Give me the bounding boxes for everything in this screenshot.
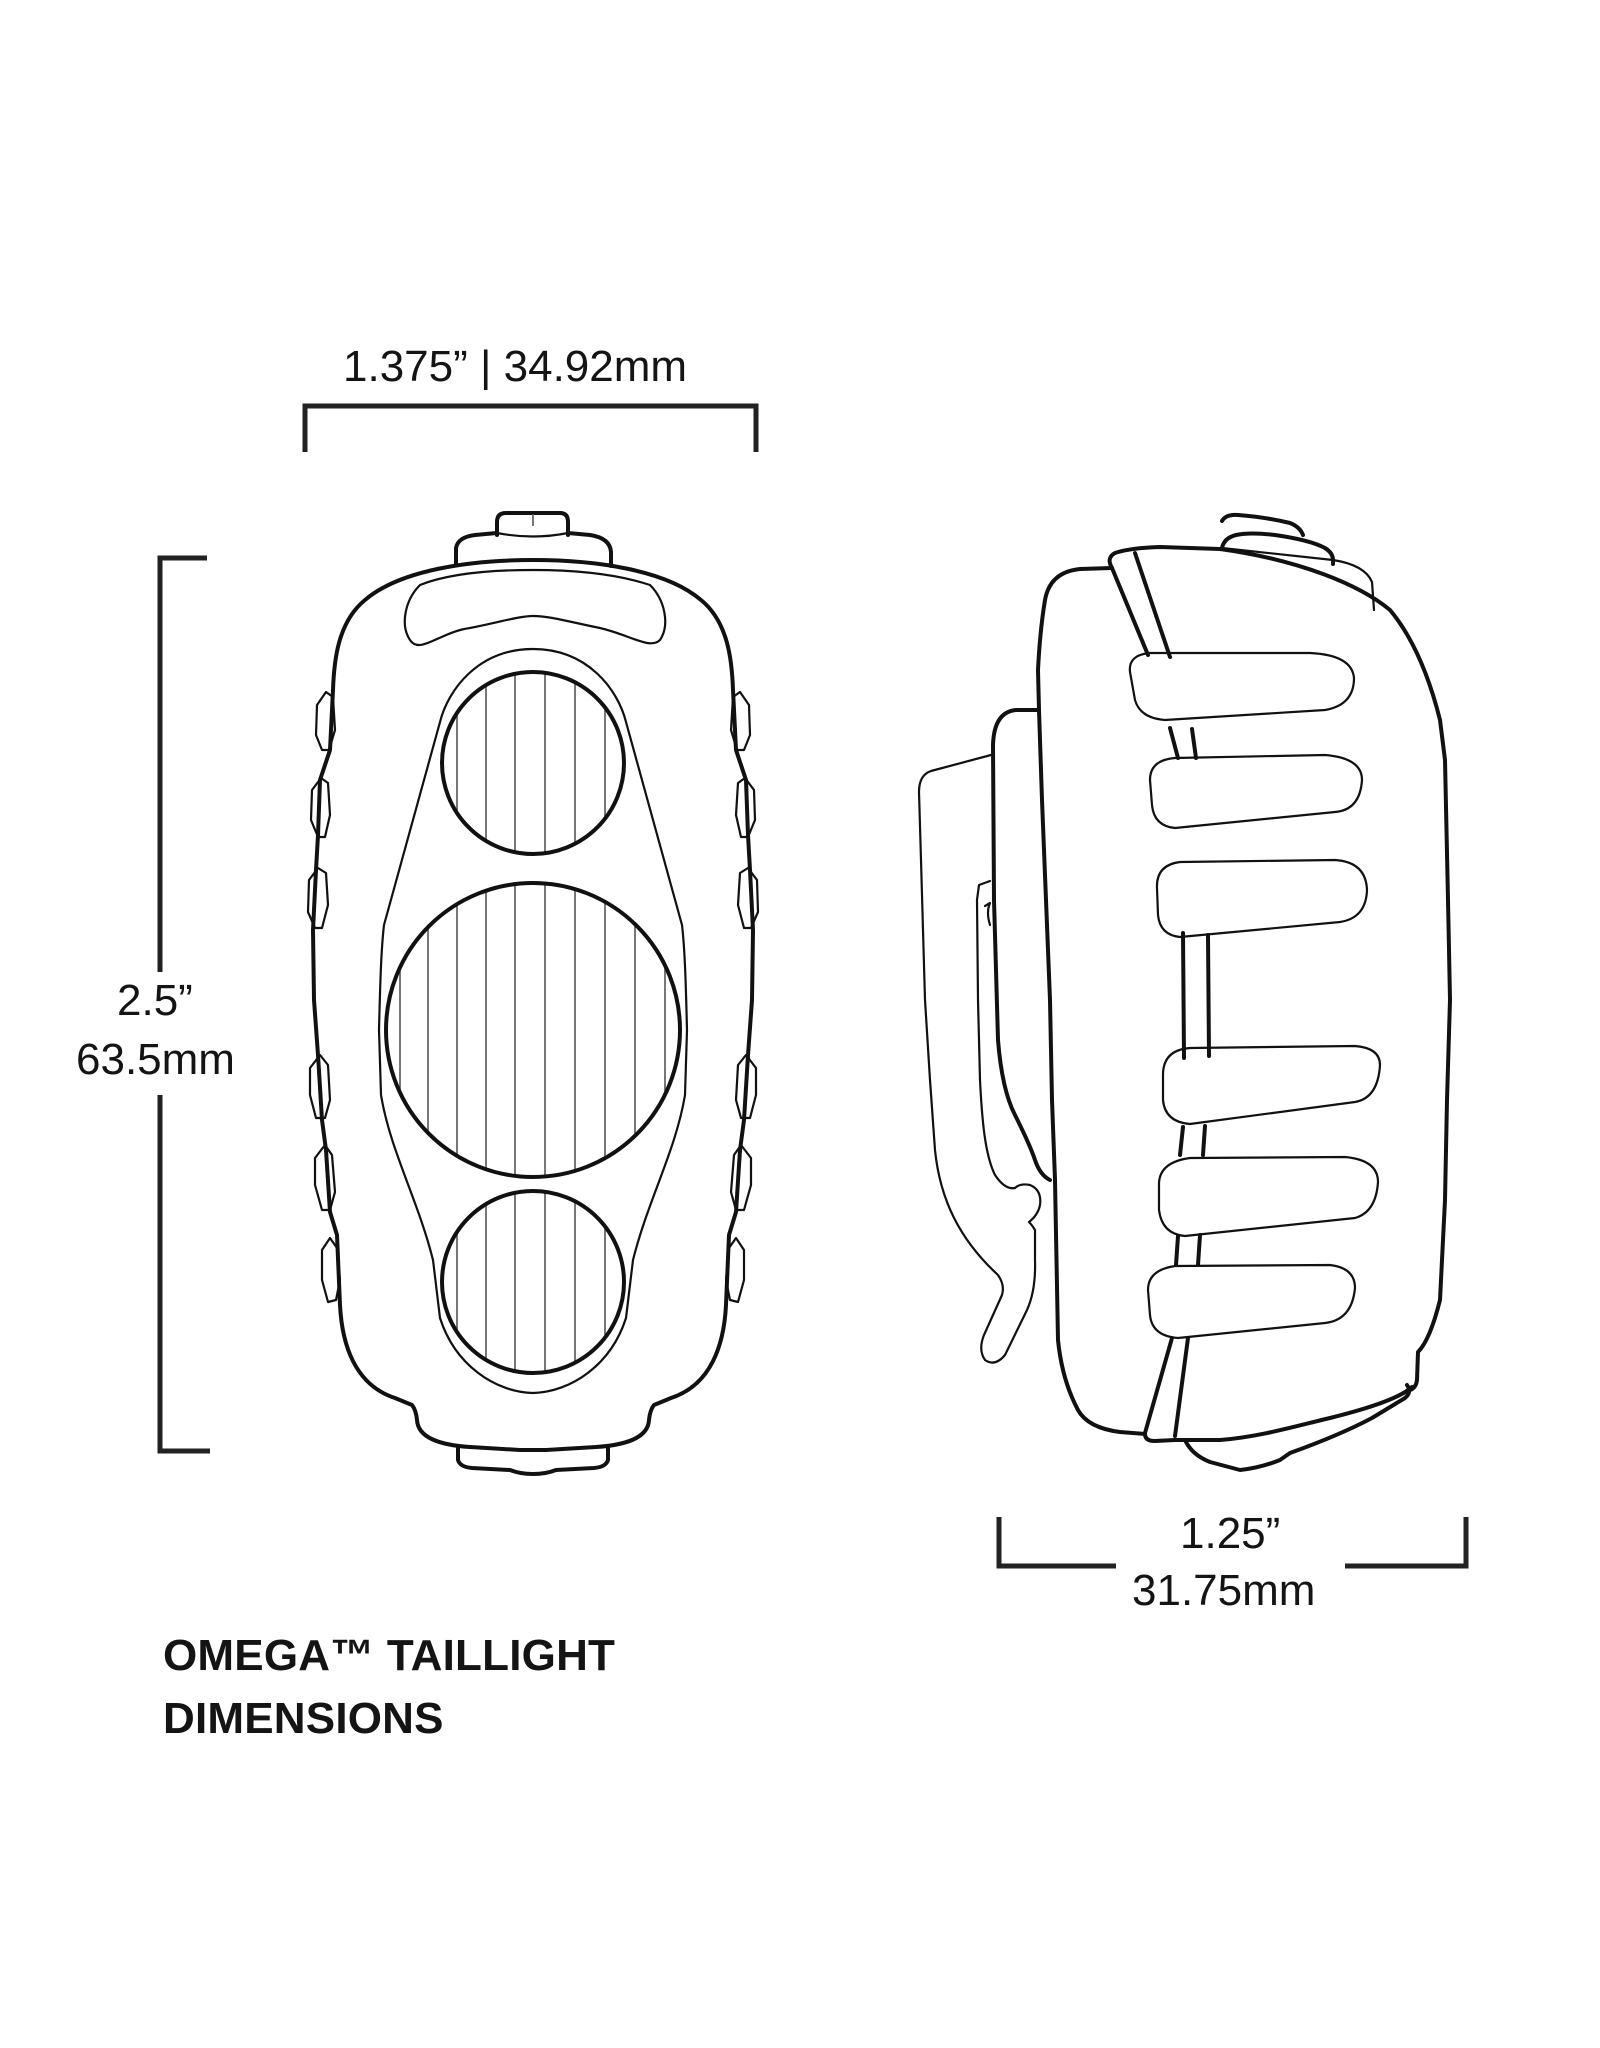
top-panel — [403, 568, 667, 647]
height-dimension-mm: 63.5mm — [76, 1035, 235, 1084]
lens-frame — [377, 647, 689, 1395]
width-bracket — [302, 403, 759, 452]
clip-mount — [991, 708, 1052, 1182]
top-button-base — [454, 531, 613, 568]
top-button — [495, 511, 570, 537]
side-grips-right — [724, 690, 760, 1304]
side-top-button — [1220, 512, 1305, 537]
height-dimension-inches: 2.5” — [117, 976, 193, 1025]
lens-center — [384, 881, 682, 1179]
diagram-title-line2: DIMENSIONS — [163, 1694, 444, 1743]
diagram-title-line1: OMEGA™ TAILLIGHT — [163, 1631, 616, 1680]
lens-bottom — [440, 1189, 626, 1375]
side-grips-left — [306, 690, 342, 1304]
side-bottom-tab — [1183, 1383, 1412, 1472]
bottom-tab — [456, 1446, 610, 1476]
depth-dimension-inches: 1.25” — [1180, 1509, 1281, 1558]
front-view — [306, 511, 760, 1476]
clip-plate — [917, 753, 1042, 1364]
side-band — [1110, 551, 1211, 1438]
depth-bracket — [996, 1517, 1469, 1569]
grip-ribs — [1128, 651, 1382, 1340]
lens-top — [440, 670, 626, 856]
side-view — [917, 512, 1452, 1472]
depth-dimension-mm: 31.75mm — [1132, 1566, 1316, 1615]
side-body-back — [1036, 566, 1147, 1436]
front-body-outline — [311, 558, 755, 1452]
height-bracket — [157, 555, 210, 1454]
width-dimension-label: 1.375” | 34.92mm — [343, 342, 688, 391]
side-body-front — [1107, 545, 1452, 1392]
